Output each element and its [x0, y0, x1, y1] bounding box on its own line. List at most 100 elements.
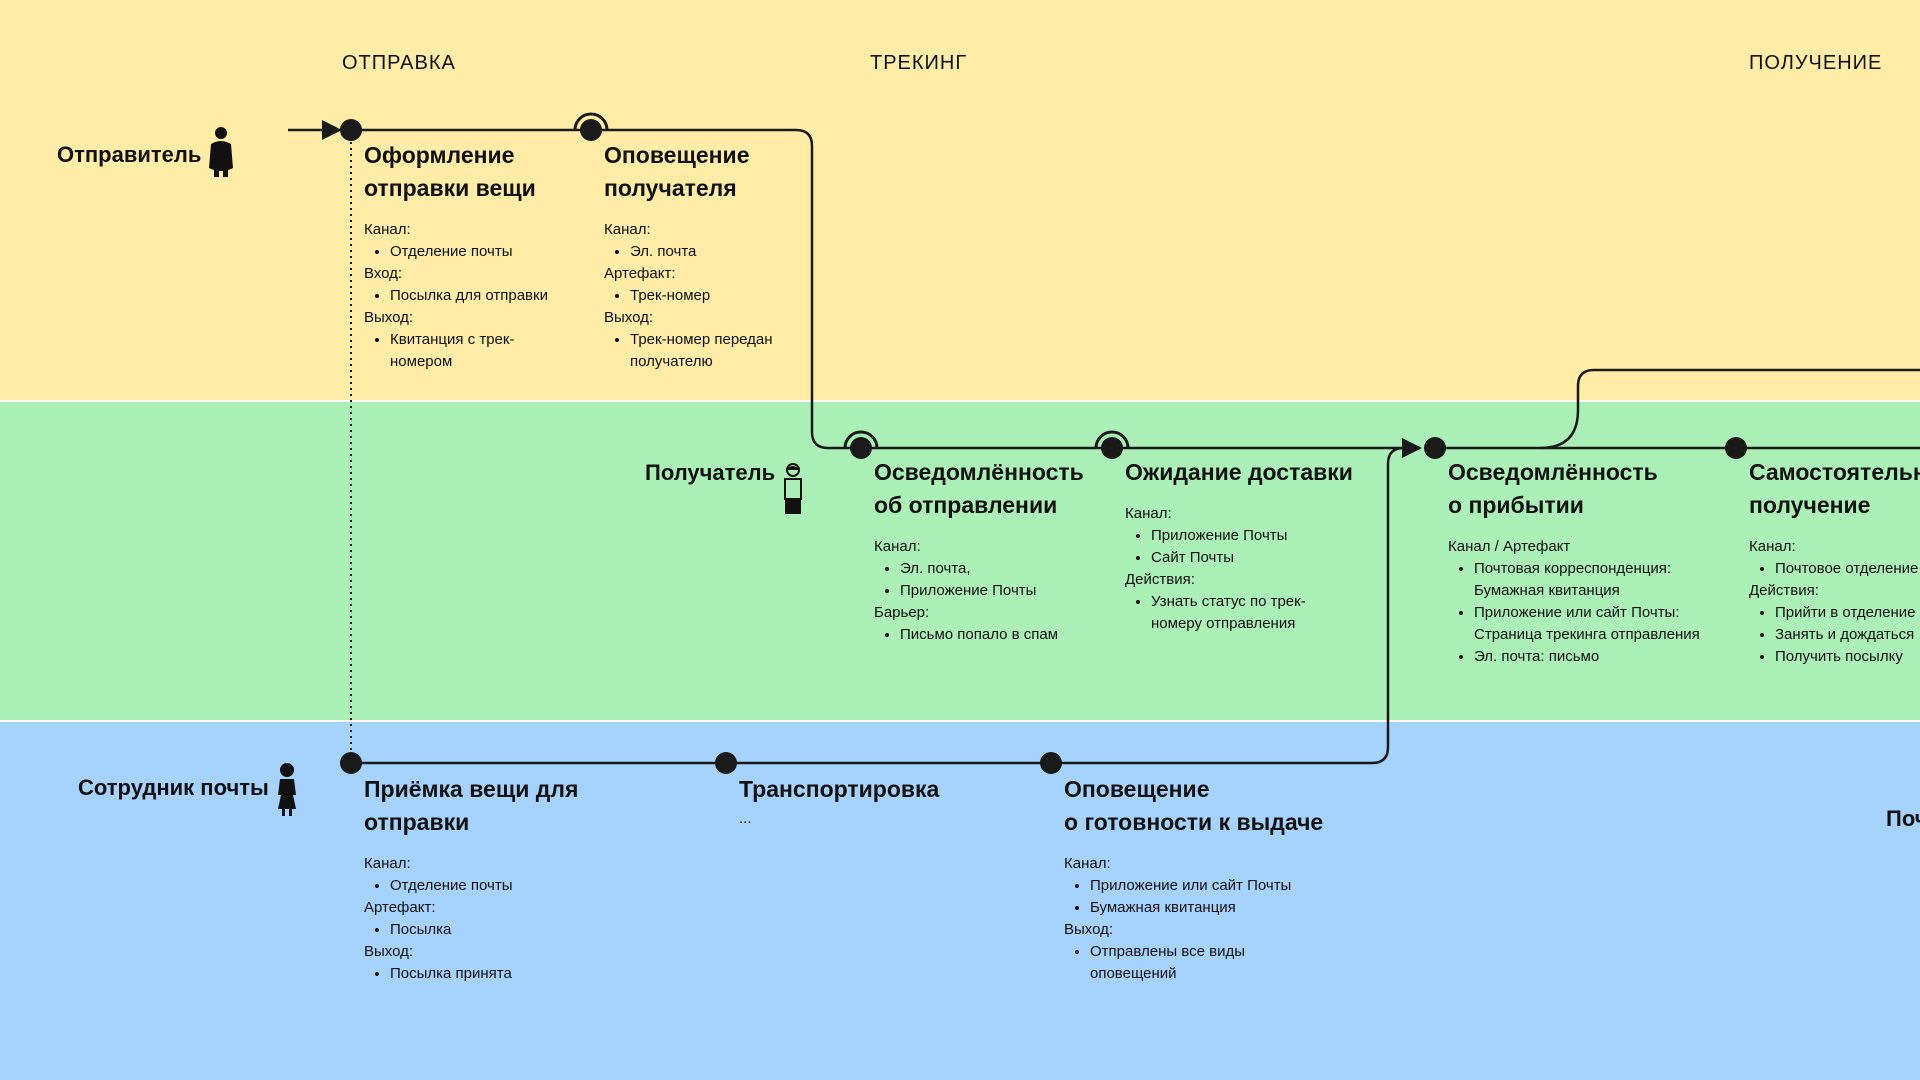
node-r2	[1101, 437, 1123, 459]
section-list: Почтовая корреспонденция: Бумажная квита…	[1448, 558, 1710, 668]
step-details: Канал / АртефактПочтовая корреспонденция…	[1448, 536, 1710, 668]
section-list: Узнать статус по трек-номеру отправления	[1125, 591, 1355, 635]
phase-sending: ОТПРАВКА	[342, 52, 456, 74]
signal-arc	[1094, 430, 1130, 449]
section-label: Вход:	[364, 265, 403, 282]
section-label: Канал:	[1064, 855, 1111, 872]
step-title: Оформление отправки вещи	[364, 142, 536, 201]
section-list: Письмо попало в спам	[874, 624, 1104, 646]
section-list: Приложение ПочтыСайт Почты	[1125, 525, 1355, 569]
signal-arc	[843, 430, 879, 449]
section-list: Эл. почта,Приложение Почты	[874, 558, 1104, 602]
list-item: Сайт Почты	[1151, 547, 1355, 569]
actor-staff-cut: Поч	[1886, 806, 1920, 831]
list-item: Почтовое отделение	[1775, 558, 1920, 580]
section-list: Трек-номер передан получателю	[604, 329, 804, 373]
actor-staff: Сотрудник почты	[78, 775, 269, 800]
list-item: Эл. почта	[630, 241, 804, 263]
section-label: Канал:	[604, 221, 651, 238]
section-label: Артефакт:	[364, 899, 436, 916]
sender-person-icon	[209, 127, 233, 177]
node-r3	[1424, 437, 1446, 459]
section-label: Канал:	[364, 855, 411, 872]
step-title: Оповещение о готовности к выдаче	[1064, 776, 1324, 835]
section-label: Барьер:	[874, 604, 930, 621]
section-list: Прийти в отделениеЗанять и дождатьсяПолу…	[1749, 602, 1920, 668]
lane-divider	[0, 720, 1920, 722]
list-item: Отделение почты	[390, 241, 564, 263]
node-r4	[1725, 437, 1747, 459]
list-item: Приложение Почты	[1151, 525, 1355, 547]
staff-person-icon	[278, 763, 296, 816]
list-item: Отправлены все виды оповещений	[1090, 941, 1334, 985]
section-label: Артефакт:	[604, 265, 676, 282]
section-label: Канал:	[364, 221, 411, 238]
section-label: Канал:	[874, 538, 921, 555]
list-item: Посылка	[390, 919, 604, 941]
step-note: ...	[739, 810, 752, 827]
sender-flow-line	[351, 128, 861, 450]
list-item: Узнать статус по трек-номеру отправления	[1151, 591, 1355, 635]
list-item: Прийти в отделение	[1775, 602, 1920, 624]
section-list: Отправлены все виды оповещений	[1064, 941, 1334, 985]
lane-receiver	[0, 402, 1920, 720]
node-p1	[340, 752, 362, 774]
list-item: Почтовая корреспонденция: Бумажная квита…	[1474, 558, 1710, 602]
section-label: Выход:	[364, 943, 414, 960]
step-details: Канал: Приложение или сайт ПочтыБумажная …	[1064, 853, 1334, 985]
section-label: Выход:	[604, 309, 654, 326]
node-r1	[850, 437, 872, 459]
section-label: Выход:	[364, 309, 414, 326]
step-details: Канал:Почтовое отделениеДействия:Прийти …	[1749, 536, 1920, 668]
list-item: Приложение или сайт Почты	[1090, 875, 1334, 897]
section-label: Канал:	[1749, 538, 1796, 555]
step-transportation: Транспортировка...	[739, 773, 979, 827]
list-item: Квитанция с трек-номером	[390, 329, 564, 373]
section-list: Посылка для отправки	[364, 285, 564, 307]
section-list: Посылка принята	[364, 963, 604, 985]
step-title: Ожидание доставки	[1125, 459, 1353, 485]
list-item: Отделение почты	[390, 875, 604, 897]
section-label: Выход:	[1064, 921, 1114, 938]
branch-line	[1539, 368, 1920, 450]
step-title: Оповещение получателя	[604, 142, 750, 201]
section-list: Приложение или сайт ПочтыБумажная квитан…	[1064, 875, 1334, 919]
phase-tracking: ТРЕКИНГ	[870, 52, 968, 74]
step-title: Приёмка вещи для отправки	[364, 776, 579, 835]
step-self-pickup: Самостоятельное получениеКанал:Почтовое …	[1749, 456, 1920, 668]
section-label: Канал / Артефакт	[1448, 538, 1571, 555]
lane-staff	[0, 722, 1920, 1080]
list-item: Эл. почта: письмо	[1474, 646, 1710, 668]
section-list: Отделение почты	[364, 875, 604, 897]
section-list: Почтовое отделение	[1749, 558, 1920, 580]
step-title: Осведомлённость об отправлении	[874, 459, 1084, 518]
staff-to-receiver-line	[1050, 438, 1422, 765]
actor-sender: Отправитель	[57, 142, 202, 167]
node-p3	[1040, 752, 1062, 774]
step-title: Осведомлённость о прибытии	[1448, 459, 1658, 518]
list-item: Письмо попало в спам	[900, 624, 1104, 646]
section-list: Квитанция с трек-номером	[364, 329, 564, 373]
list-item: Трек-номер	[630, 285, 804, 307]
list-item: Трек-номер передан получателю	[630, 329, 804, 373]
section-list: Трек-номер	[604, 285, 804, 307]
node-p2	[715, 752, 737, 774]
lane-divider	[0, 400, 1920, 402]
step-details: Канал:Приложение ПочтыСайт ПочтыДействия…	[1125, 503, 1355, 635]
receiver-person-icon	[784, 463, 802, 514]
section-list: Посылка	[364, 919, 604, 941]
section-list: Эл. почта	[604, 241, 804, 263]
section-list: Отделение почты	[364, 241, 564, 263]
